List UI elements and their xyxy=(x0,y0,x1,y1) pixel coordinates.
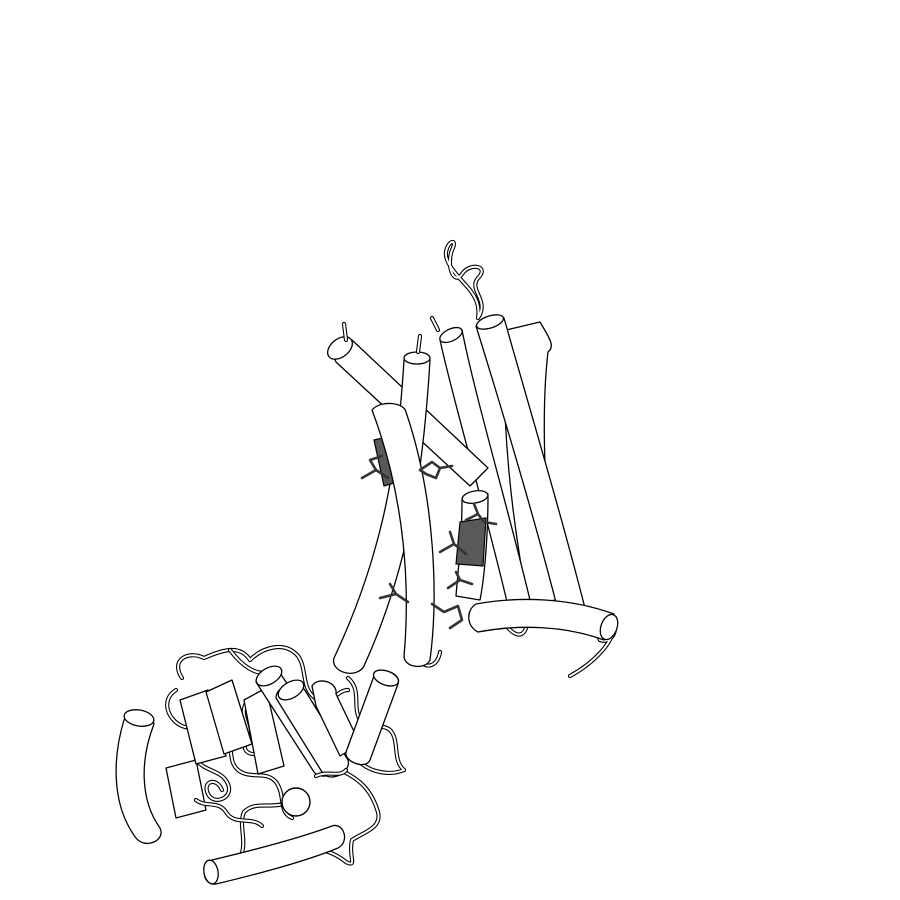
helix-curved-left xyxy=(116,713,161,844)
metal-ion xyxy=(282,788,310,816)
highlight-band-2 xyxy=(456,518,486,566)
helix-curved-bottom-right xyxy=(469,599,621,642)
helix-lower-1 xyxy=(166,760,206,818)
helix-bottom-horizontal xyxy=(204,825,344,884)
lower-domain xyxy=(116,647,400,885)
